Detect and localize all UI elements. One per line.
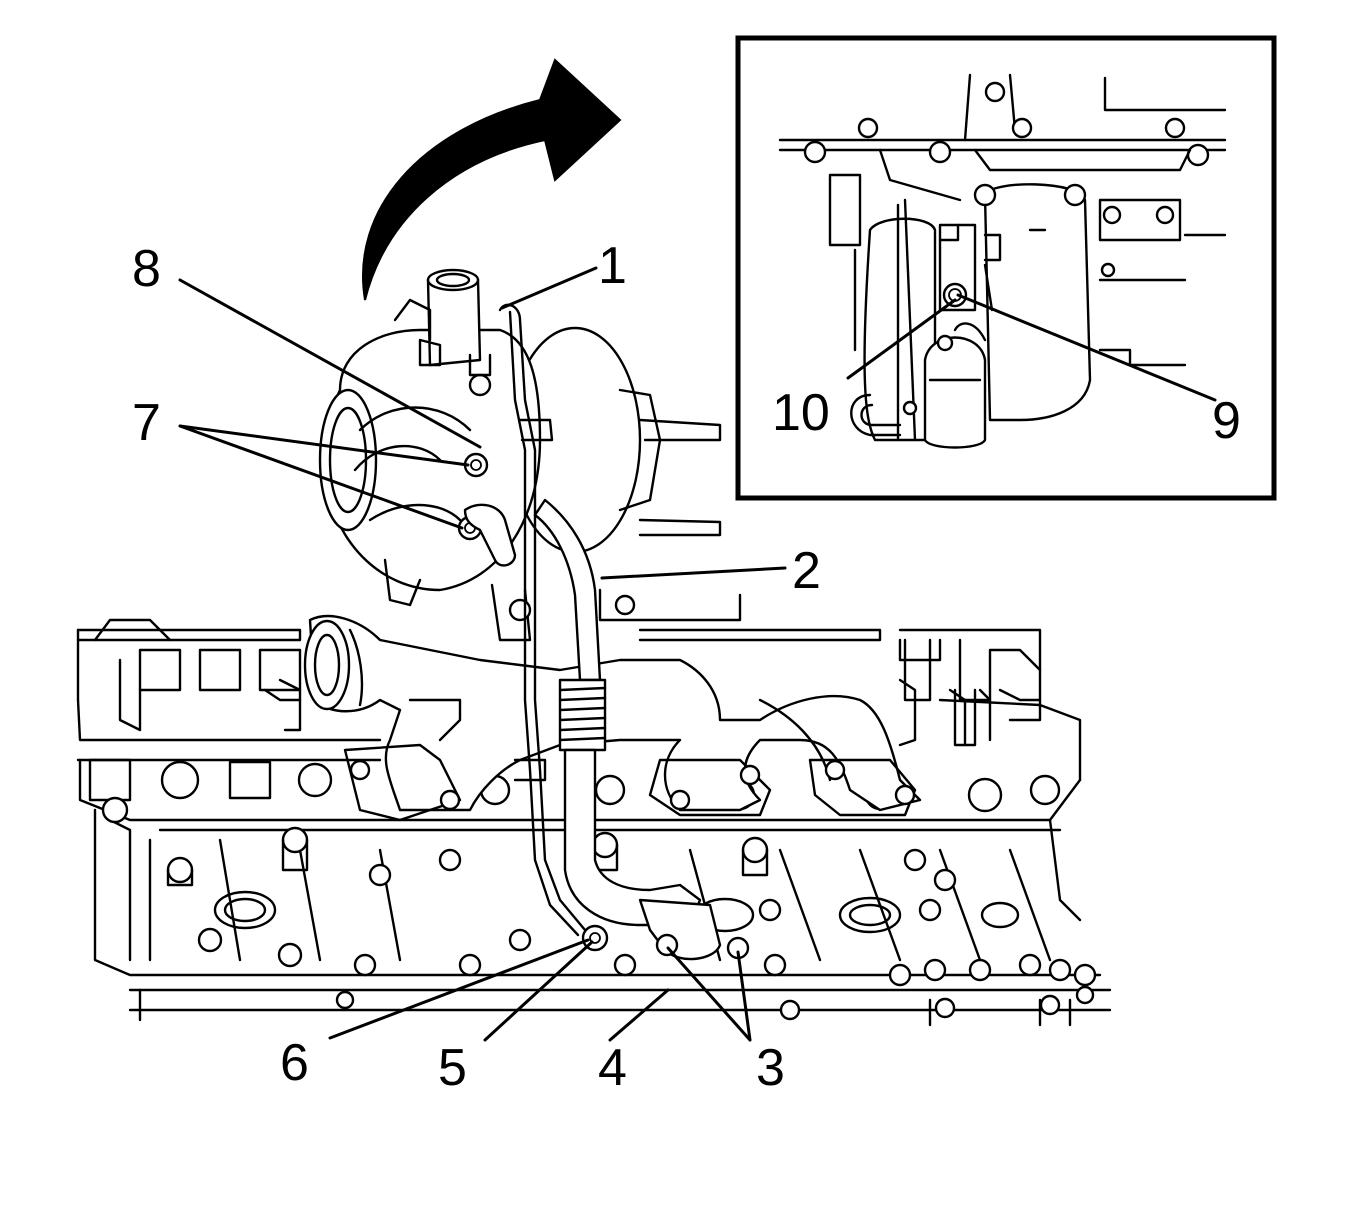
callout-5: 5 — [438, 1039, 467, 1097]
callout-2: 2 — [792, 542, 821, 600]
leader-5 — [483, 940, 594, 1042]
leader-8 — [178, 278, 482, 449]
callout-4: 4 — [598, 1039, 627, 1097]
callout-1: 1 — [598, 237, 627, 295]
leader-3a — [666, 946, 752, 1042]
leader-4 — [608, 988, 670, 1042]
leader-1 — [500, 266, 598, 310]
callout-9: 9 — [1212, 392, 1241, 450]
callout-7: 7 — [132, 394, 161, 452]
callout-3: 3 — [756, 1039, 785, 1097]
leader-9 — [956, 293, 1217, 402]
exhaust-manifold — [303, 614, 977, 822]
leader-6 — [328, 938, 590, 1040]
leader-7a — [178, 424, 470, 467]
callout-6: 6 — [280, 1034, 309, 1092]
leader-3b — [736, 950, 752, 1042]
inset-detail-view — [735, 35, 1277, 501]
leader-2 — [600, 566, 787, 580]
callout-leader-lines — [178, 266, 1217, 1042]
callout-10: 10 — [772, 384, 830, 442]
oil-return-pipe — [533, 498, 750, 961]
callout-labels: 1 2 3 4 5 6 7 8 9 10 — [132, 237, 1241, 1097]
leader-10 — [846, 298, 957, 380]
rotation-arrow — [362, 58, 622, 301]
callout-8: 8 — [132, 240, 161, 298]
cylinder-head — [76, 618, 1082, 922]
leader-7b — [178, 424, 464, 530]
